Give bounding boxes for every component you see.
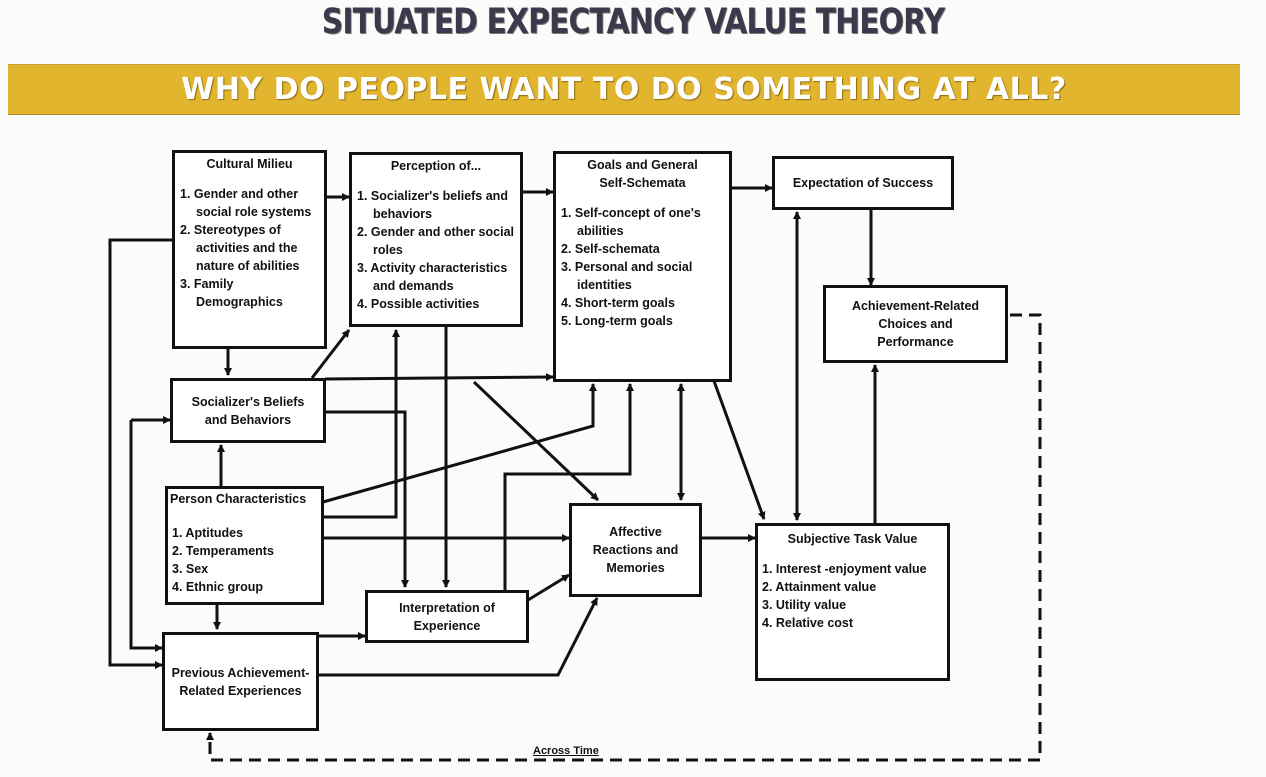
list-item: 2. Temperaments [172,544,274,558]
list-item: 4. Ethnic group [172,580,263,594]
goals-box: Goals and General Self-Schemata 1. Self-… [553,151,732,382]
list-item: 5. Long-term goals [561,314,673,328]
interpretation-box: Interpretation of Experience [365,590,529,643]
list-item: 1. Socializer's beliefs and behaviors [357,189,508,221]
list-item: 3. Family Demographics [180,277,283,309]
list-item: 3. Utility value [762,598,847,612]
expectation-title: Expectation of Success [792,176,934,190]
previous-title: Previous Achievement-Related Experiences [171,665,310,698]
cultural-milieu-title: Cultural Milieu [206,157,293,171]
list-item: 2. Attainment value [762,580,877,594]
perception-title: Perception of... [390,159,482,173]
person-title: Person Characteristics [170,492,307,506]
arrow-socializer-interpretation [325,410,409,588]
list-item: 1. Interest -enjoyment value [762,562,927,576]
achievement-box: Achievement-Related Choices and Performa… [823,285,1008,363]
across-time-feedback [206,313,1042,762]
subtitle: WHY DO PEOPLE WANT TO DO SOMETHING AT AL… [181,72,1067,107]
list-item: 4. Short-term goals [561,296,675,310]
across-time-label: Across Time [533,745,599,757]
interpretation-title: Interpretation of Experience [399,600,495,633]
cultural-milieu-box: Cultural Milieu 1. Gender and other soci… [172,150,327,349]
list-item: 2. Self-schemata [561,242,660,256]
goals-title: Goals and General Self-Schemata [587,158,698,190]
stv-title: Subjective Task Value [787,532,918,546]
subtitle-banner: WHY DO PEOPLE WANT TO DO SOMETHING AT AL… [8,64,1240,115]
page-title: SITUATED EXPECTANCY VALUE THEORY [321,2,945,42]
socializer-title: Socializer's Beliefs and Behaviors [191,394,305,427]
list-item: 3. Sex [172,562,209,576]
affective-box: Affective Reactions and Memories [569,503,702,597]
affective-title: Affective Reactions and Memories [592,525,679,575]
list-item: 1. Aptitudes [172,526,244,540]
arrow-person-goals [322,383,597,504]
person-characteristics-box: Person Characteristics 1. Aptitudes 2. T… [165,486,324,605]
arrow-interpretation-affective [527,573,570,602]
arrow-socializer-perception [310,329,351,379]
arrow-previous-affective [318,597,599,677]
list-item: 3. Personal and social identities [561,260,693,292]
list-item: 2. Stereotypes of activities and the nat… [180,223,300,273]
list-item: 1. Self-concept of one's abilities [561,206,701,238]
arrow-socializer-goals [324,373,554,382]
list-item: 4. Possible activities [357,297,480,311]
arrow-person-perception [323,329,400,519]
arrow-interpretation-goals [503,383,634,590]
subjective-task-value-box: Subjective Task Value 1. Interest -enjoy… [755,523,950,681]
previous-experiences-box: Previous Achievement-Related Experiences [162,632,319,731]
list-item: 4. Relative cost [762,616,854,630]
list-item: 2. Gender and other social roles [357,225,514,257]
arrow-goals-stv [712,380,766,520]
arrow-cultural-previous-loop [108,238,172,669]
list-item: 1. Gender and other social role systems [180,187,312,219]
arrow-loop-previous [129,420,163,652]
list-item: 3. Activity characteristics and demands [357,261,508,293]
expectation-box: Expectation of Success [772,156,954,210]
achievement-title: Achievement-Related Choices and Performa… [851,299,980,349]
perception-box: Perception of... 1. Socializer's beliefs… [349,152,523,327]
socializer-box: Socializer's Beliefs and Behaviors [170,378,326,443]
